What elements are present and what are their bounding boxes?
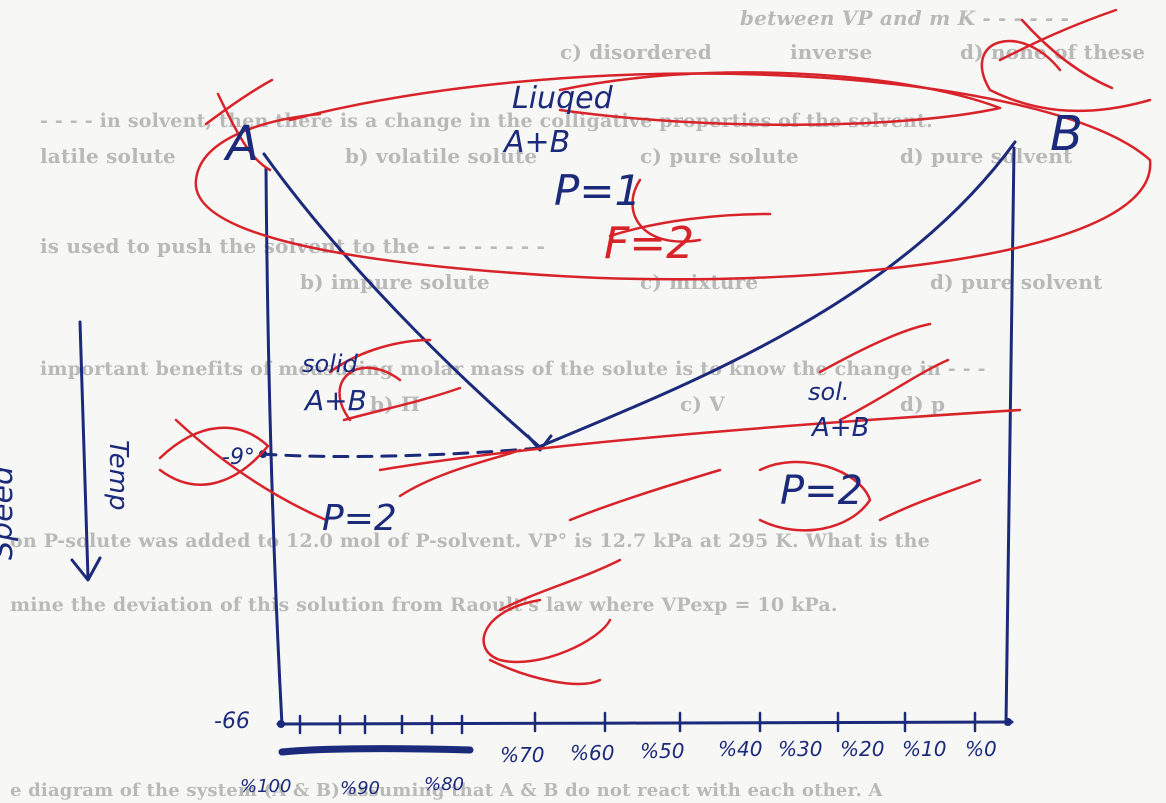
print-line-1: between VP and m K - - - - - -	[740, 6, 1070, 30]
x-tick-label-60: %60	[570, 741, 614, 765]
print-line-8c: d) p	[900, 392, 946, 416]
red-x-left-mid	[158, 418, 328, 522]
print-line-4d: d) pure solvent	[900, 144, 1073, 168]
red-line-through-eutectic	[378, 408, 1022, 472]
print-line-4b: b) volatile solute	[345, 144, 538, 168]
red-loop-bottom	[482, 598, 612, 664]
p1-label: P=1	[554, 166, 641, 215]
red-ellipse-large	[194, 72, 1152, 281]
solid-left-label: solid	[302, 350, 359, 378]
solid-left-comp: A+B	[303, 384, 367, 417]
x-tick-label-30: %30	[778, 737, 822, 761]
solid-right-label: sol.	[808, 378, 849, 406]
x-tick-label-90: %90	[340, 778, 380, 799]
red-loop-top-b	[980, 39, 1152, 113]
liquid-label: Liuqed	[512, 81, 614, 116]
liquidus-right	[539, 140, 1017, 448]
label-b: B	[1050, 106, 1083, 162]
red-slash-right	[878, 478, 982, 522]
x-tick-label-80: %80	[424, 774, 464, 795]
eutectic-line	[260, 446, 542, 458]
bottom-axis-line	[276, 720, 1014, 726]
red-loop-p1	[631, 178, 702, 243]
x-tick-label-70: %70	[500, 743, 544, 767]
x-tick-label-0: %0	[965, 737, 997, 761]
liquid-comp: A+B	[502, 125, 570, 160]
red-cross-b	[998, 8, 1118, 90]
eutectic-dot	[259, 450, 267, 458]
print-line-6b: c) mixture	[640, 270, 759, 294]
print-line-5: is used to push the solvent to the - - -…	[40, 234, 546, 258]
origin-dot	[277, 720, 285, 728]
print-line-6c: d) pure solvent	[930, 270, 1103, 294]
red-loop-right	[758, 460, 872, 532]
eutectic-vertex	[526, 434, 553, 452]
solid-right-comp: A+B	[810, 413, 869, 443]
x-axis-ink-smudge	[278, 745, 474, 756]
print-line-10: mine the deviation of this solution from…	[10, 594, 838, 616]
red-cross-solid-right	[818, 322, 950, 422]
red-loop-top	[558, 71, 1002, 126]
print-line-7: important benefits of measuring molar ma…	[40, 358, 986, 380]
side-label: Speed	[0, 465, 20, 560]
red-slash-mid-1	[398, 448, 522, 498]
x-tick-label-20: %20	[840, 737, 884, 761]
print-line-2a: inverse	[790, 40, 873, 64]
y-axis-arrow	[78, 320, 90, 580]
print-line-6a: b) impure solute	[300, 270, 490, 294]
x-tick-label-40: %40	[718, 737, 762, 761]
print-line-11: e diagram of the system (A & B) assuming…	[10, 780, 883, 801]
x-tick-label-100: %100	[240, 776, 291, 797]
red-loop-solid-left	[338, 366, 402, 422]
y-axis-label: Temp	[103, 440, 133, 511]
red-cross-solid-left	[328, 338, 462, 422]
print-line-3: - - - - in solvent, then there is a chan…	[40, 110, 933, 132]
print-line-8b: c) V	[680, 392, 725, 416]
right-axis-line	[1004, 146, 1016, 726]
x-tick-label-50: %50	[640, 739, 684, 763]
y-axis-arrow-head	[70, 556, 102, 582]
print-line-2b: c) disordered	[560, 40, 712, 64]
p2-left-label: P=2	[322, 498, 397, 539]
liquidus-left	[262, 152, 543, 450]
red-cross-a	[204, 78, 274, 172]
red-x-bottom	[488, 558, 622, 686]
red-strike-f2	[608, 212, 772, 238]
f2-label: F=2	[604, 218, 694, 269]
corner-dot	[1004, 718, 1012, 726]
p2-right-label: P=2	[780, 468, 863, 514]
x-tick-label-10: %10	[902, 737, 946, 761]
red-slash-mid-2	[568, 468, 722, 522]
print-line-4a: latile solute	[40, 144, 176, 168]
axis-start-label: -66	[214, 709, 250, 734]
temp-mark: -9°	[222, 445, 255, 470]
print-line-4c: c) pure solute	[640, 144, 799, 168]
print-line-9: on P-solute was added to 12.0 mol of P-s…	[10, 530, 930, 552]
label-a: A	[223, 116, 259, 172]
left-axis-line	[264, 166, 284, 727]
